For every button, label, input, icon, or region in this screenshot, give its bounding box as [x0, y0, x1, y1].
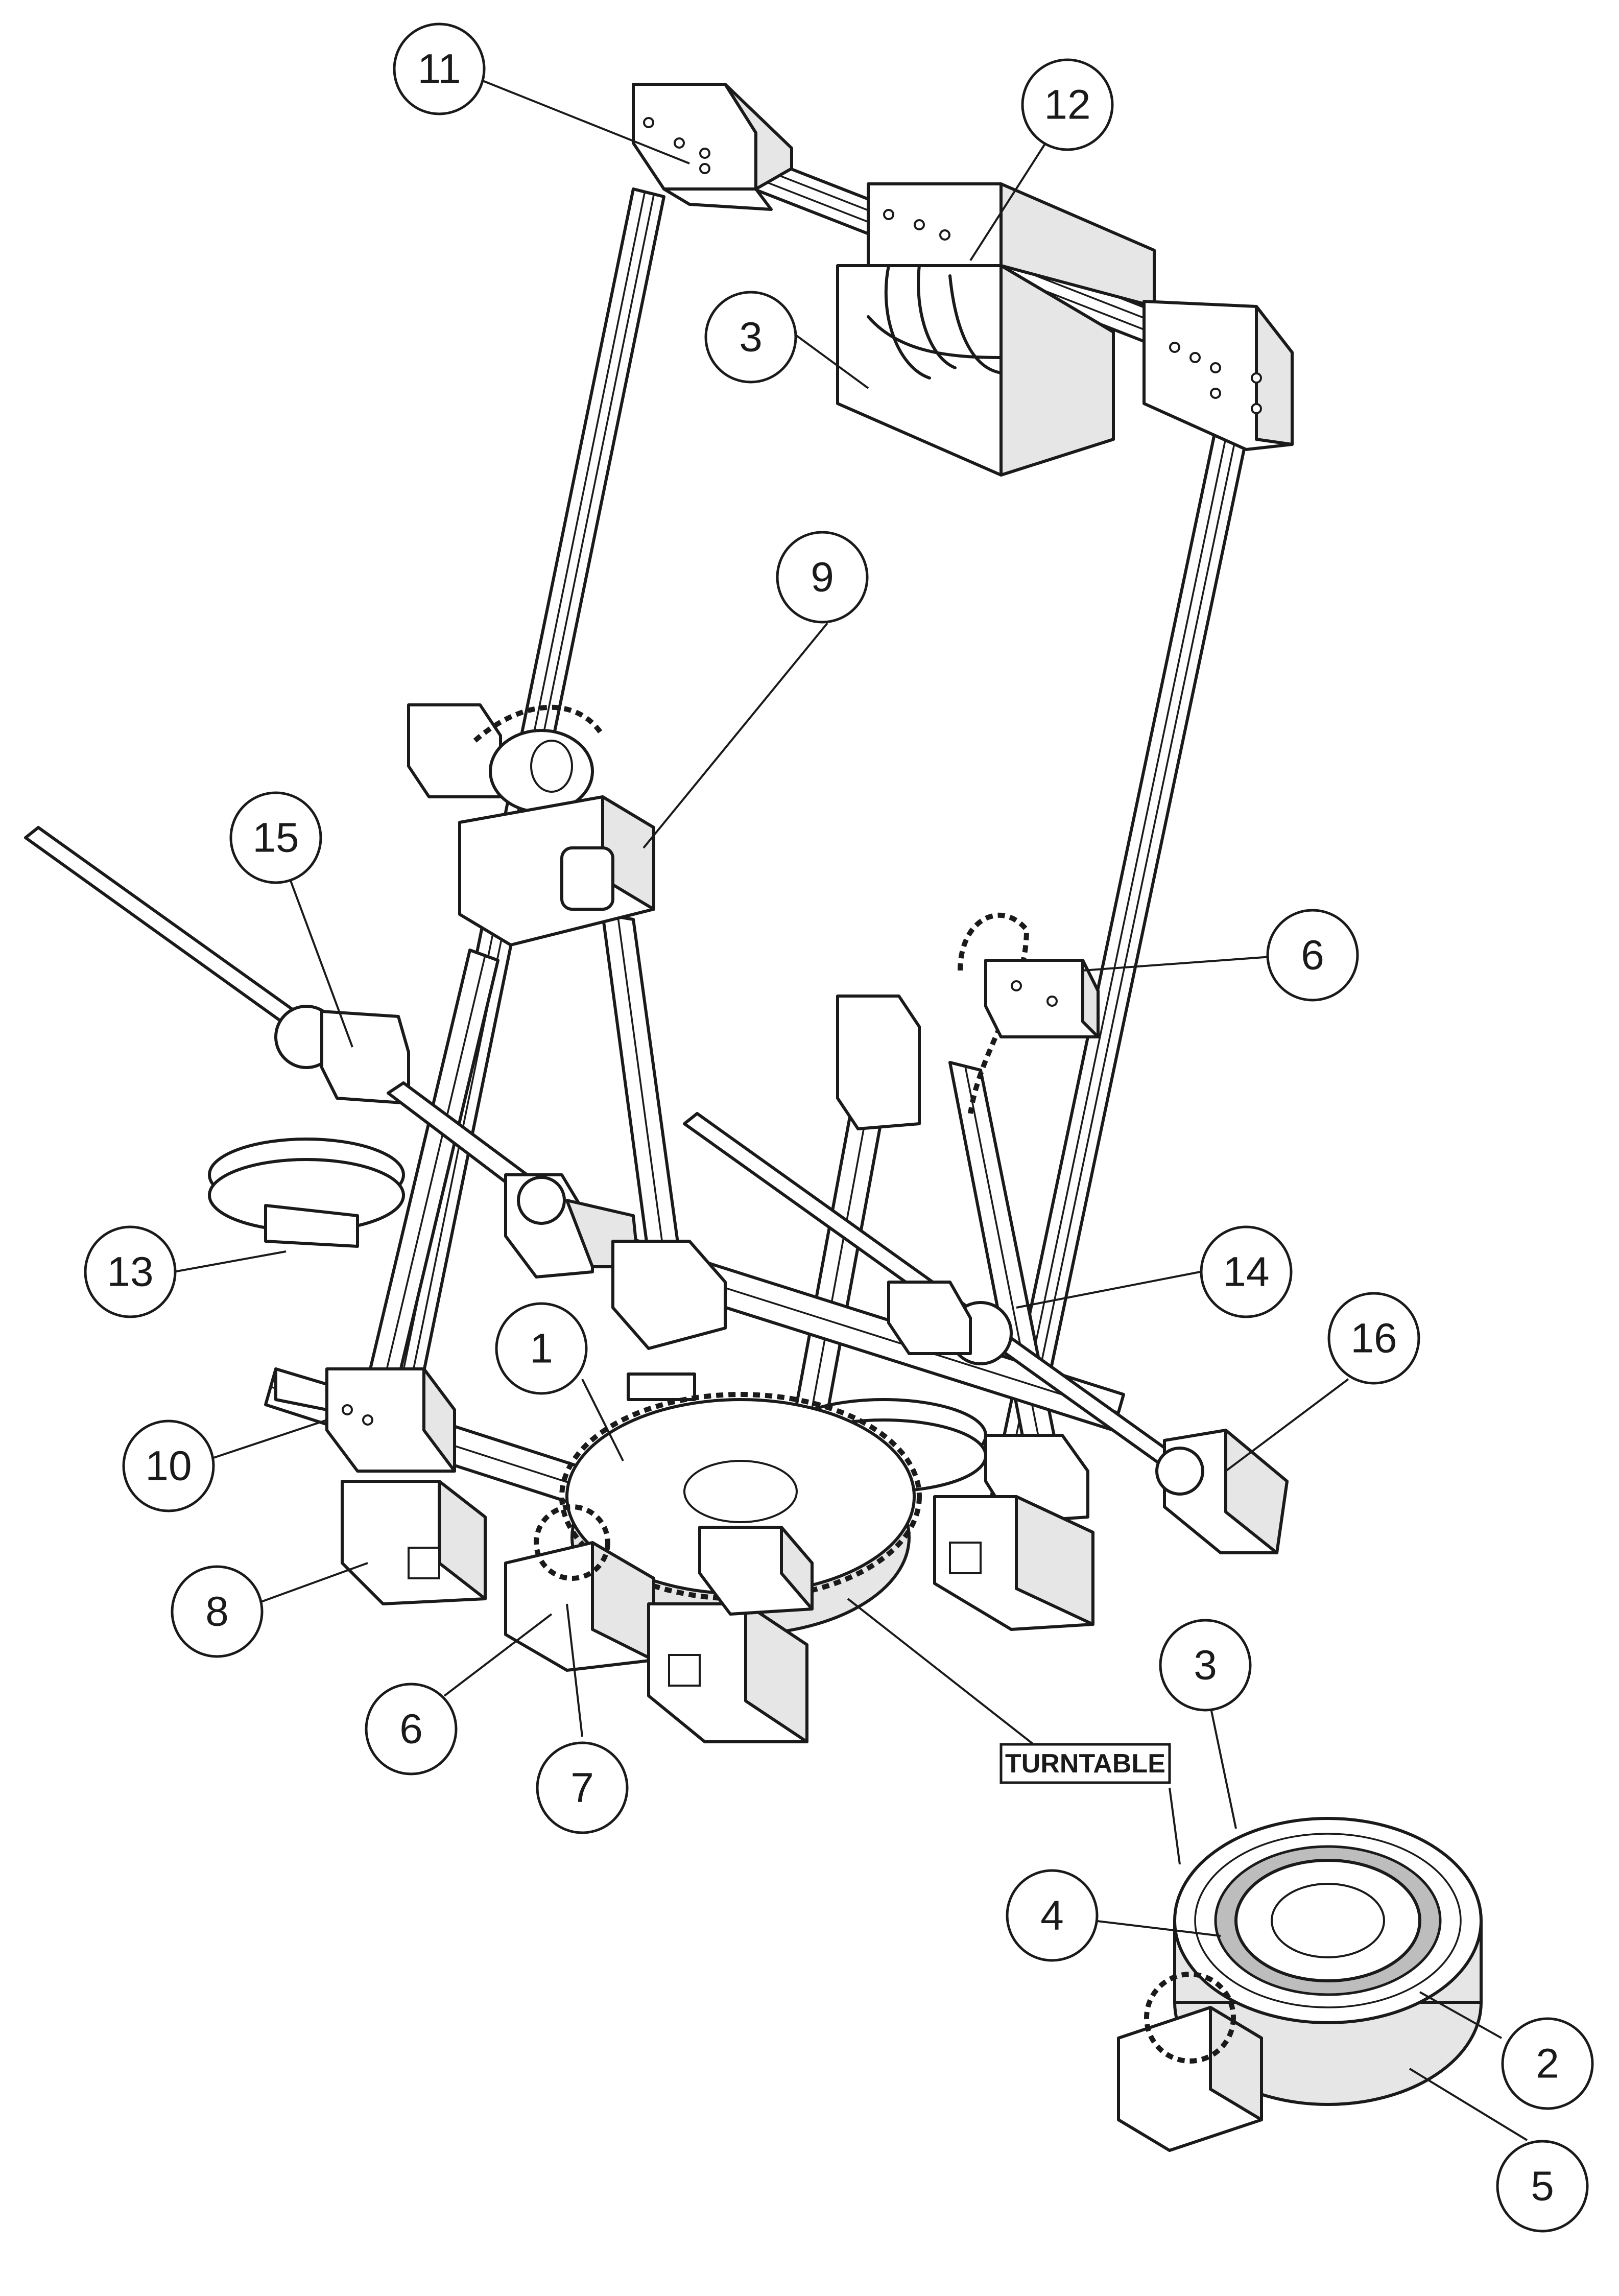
svg-text:15: 15: [252, 815, 299, 861]
bottom-left-corner-block: [325, 1367, 456, 1473]
svg-text:3: 3: [739, 314, 763, 361]
balloon-5: 5: [1496, 2140, 1589, 2233]
svg-text:4: 4: [1040, 1892, 1064, 1939]
foot-block-center: [647, 1602, 808, 1743]
left-arm-assembly: [24, 826, 640, 1279]
balloon-10: 10: [122, 1419, 215, 1512]
right-joint-block: [836, 912, 1100, 1130]
bottom-center-bracket: [698, 1526, 814, 1616]
balloon-14: 14: [1200, 1225, 1293, 1318]
balloon-3-top: 3: [704, 291, 797, 384]
svg-text:7: 7: [570, 1765, 594, 1811]
left-joint-block: [407, 703, 655, 946]
top-center-camera-mount: [836, 182, 1156, 477]
foot-block-left: [341, 1480, 487, 1605]
part-balloons: 11 12 3 9 15 6 13 14 16 1 10 8 6 7 3 4 2…: [84, 22, 1594, 2233]
svg-text:6: 6: [399, 1706, 423, 1753]
balloon-7: 7: [536, 1741, 629, 1834]
turntable-callout: TURNTABLE: [999, 1743, 1171, 1784]
foot-block-right: [933, 1495, 1094, 1631]
balloon-3-turntable: 3: [1159, 1619, 1252, 1712]
top-right-corner-block: [1142, 300, 1294, 451]
svg-text:5: 5: [1531, 2163, 1554, 2210]
balloon-15: 15: [229, 791, 322, 884]
balloon-16: 16: [1327, 1292, 1420, 1385]
svg-text:8: 8: [205, 1589, 229, 1635]
motor-block-bottom: [504, 1504, 655, 1672]
leader-lines: [173, 70, 1528, 2141]
top-left-corner-block: [632, 83, 793, 211]
balloon-8: 8: [171, 1565, 264, 1658]
balloon-6-upper: 6: [1266, 909, 1359, 1002]
svg-text:1: 1: [530, 1325, 553, 1372]
svg-text:16: 16: [1350, 1315, 1397, 1362]
turntable-label: TURNTABLE: [1005, 1749, 1165, 1779]
svg-text:12: 12: [1044, 82, 1090, 128]
balloon-2: 2: [1501, 2017, 1594, 2110]
svg-text:13: 13: [107, 1249, 153, 1295]
svg-text:2: 2: [1536, 2041, 1559, 2087]
svg-text:11: 11: [417, 46, 461, 92]
svg-text:6: 6: [1301, 932, 1324, 979]
svg-text:9: 9: [811, 554, 834, 601]
balloon-4: 4: [1006, 1869, 1099, 1962]
balloon-9: 9: [776, 531, 869, 624]
svg-text:3: 3: [1194, 1642, 1217, 1689]
svg-text:14: 14: [1223, 1249, 1269, 1295]
balloon-1: 1: [495, 1302, 588, 1395]
bottom-left-rail-stub: [274, 1367, 328, 1411]
balloon-11: 11: [393, 22, 486, 115]
balloon-13: 13: [84, 1225, 177, 1318]
turntable-inset: [1117, 1817, 1483, 2152]
balloon-6-lower: 6: [365, 1683, 458, 1776]
balloon-12: 12: [1021, 58, 1114, 151]
svg-text:10: 10: [145, 1443, 192, 1489]
